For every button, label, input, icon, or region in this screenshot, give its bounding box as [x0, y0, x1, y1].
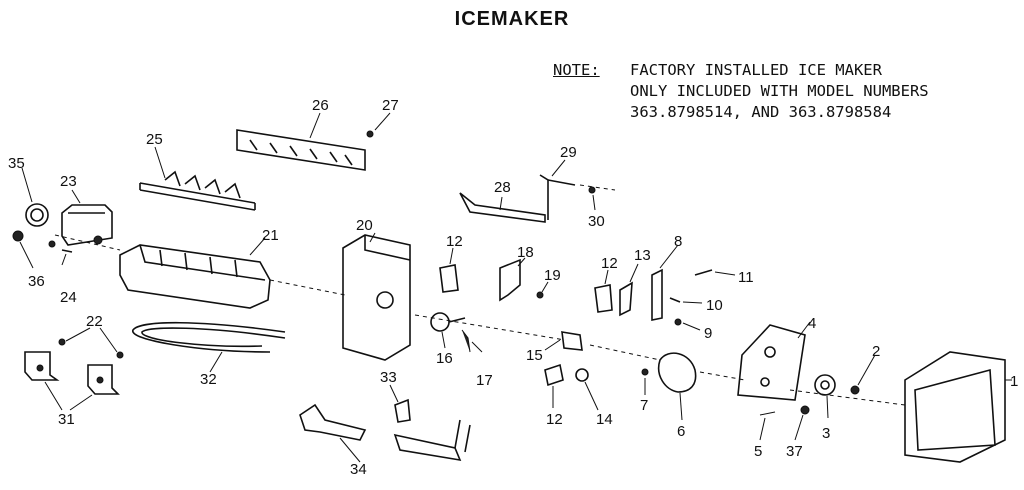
- part-26-stripper: [236, 112, 366, 171]
- label-32: 32: [200, 371, 217, 388]
- label-7: 7: [640, 397, 648, 414]
- part-7-screw: [641, 368, 649, 395]
- part-28-shutoff-arm: [459, 192, 546, 223]
- label-24: 24: [60, 289, 77, 306]
- part-8-lever: [651, 244, 679, 321]
- label-13: 13: [634, 247, 651, 264]
- part-23-bracket: [61, 189, 113, 246]
- part-25-ejector: [139, 146, 256, 211]
- part-12-switch-upper: [439, 247, 459, 293]
- note-line-2: ONLY INCLUDED WITH MODEL NUMBERS: [630, 82, 929, 100]
- label-20: 20: [356, 217, 373, 234]
- label-3: 3: [822, 425, 830, 442]
- label-11: 11: [738, 269, 754, 286]
- part-14-spacer: [575, 368, 599, 411]
- part-18-bracket: [499, 257, 526, 302]
- part-6-motor-gear: [658, 352, 697, 421]
- part-10-spring: [669, 297, 703, 304]
- label-35: 35: [8, 155, 25, 172]
- part-19-screw: [536, 281, 549, 299]
- part-36-nut: [12, 230, 34, 269]
- part-22-screws: [58, 327, 124, 359]
- label-25: 25: [146, 131, 163, 148]
- part-21-ice-mold: [119, 237, 271, 309]
- label-16: 16: [436, 350, 453, 367]
- part-9-screw: [674, 318, 701, 331]
- label-12a: 12: [446, 233, 463, 250]
- assembly-axis-spring: [579, 184, 616, 191]
- label-31: 31: [58, 411, 75, 428]
- label-30: 30: [588, 213, 605, 230]
- part-31-brackets: [24, 351, 120, 411]
- label-37: 37: [786, 443, 803, 460]
- label-26: 26: [312, 97, 329, 114]
- part-34-wiring-harness: [299, 403, 471, 463]
- part-27-screw: [366, 112, 391, 138]
- label-36: 36: [28, 273, 45, 290]
- label-21: 21: [262, 227, 279, 244]
- part-11-pin: [694, 269, 736, 276]
- note-line-1: FACTORY INSTALLED ICE MAKER: [630, 61, 882, 79]
- part-2-screw: [850, 354, 876, 395]
- label-15: 15: [526, 347, 543, 364]
- label-1: 1: [1010, 373, 1018, 390]
- part-32-heater: [132, 321, 286, 373]
- part-29-shutoff-lever: [539, 159, 576, 220]
- part-35-grommet: [21, 167, 49, 227]
- part-12-switch-lower: [544, 363, 564, 408]
- part-24-screw: [48, 240, 73, 266]
- label-22: 22: [86, 313, 103, 330]
- label-23: 23: [60, 173, 77, 190]
- note-line-3: 363.8798514, AND 363.8798584: [630, 103, 892, 121]
- label-12c: 12: [546, 411, 563, 428]
- part-33-connector: [389, 384, 411, 423]
- label-4: 4: [808, 315, 816, 332]
- part-15-thermostat: [544, 331, 583, 351]
- part-20-control-housing: [342, 232, 411, 361]
- label-29: 29: [560, 144, 577, 161]
- part-4-mounting-plate: [737, 321, 811, 401]
- label-12b: 12: [601, 255, 618, 272]
- label-17: 17: [476, 372, 493, 389]
- part-16-motor: [430, 312, 466, 349]
- part-1-front-cover: [904, 351, 1012, 463]
- diagram-title: ICEMAKER: [454, 8, 570, 30]
- callout-labels: 35 23 36 24 25 26 27 21 20 22 32 31 12 1…: [8, 97, 1018, 478]
- label-9: 9: [704, 325, 712, 342]
- label-5: 5: [754, 443, 762, 460]
- label-14: 14: [596, 411, 613, 428]
- part-13-cam: [619, 263, 639, 317]
- part-3-knob: [814, 374, 836, 419]
- label-2: 2: [872, 343, 880, 360]
- part-30-clip: [588, 186, 596, 211]
- label-8: 8: [674, 233, 682, 250]
- note-label: NOTE:: [553, 61, 600, 79]
- label-27: 27: [382, 97, 399, 114]
- label-33: 33: [380, 369, 397, 386]
- label-18: 18: [517, 244, 534, 261]
- label-6: 6: [677, 423, 685, 440]
- label-10: 10: [706, 297, 723, 314]
- part-5-screw: [759, 411, 776, 441]
- part-17-screw: [461, 329, 483, 353]
- label-34: 34: [350, 461, 367, 478]
- label-28: 28: [494, 179, 511, 196]
- part-12-switch-middle: [594, 269, 613, 313]
- part-37-nut: [794, 405, 810, 441]
- label-19: 19: [544, 267, 561, 284]
